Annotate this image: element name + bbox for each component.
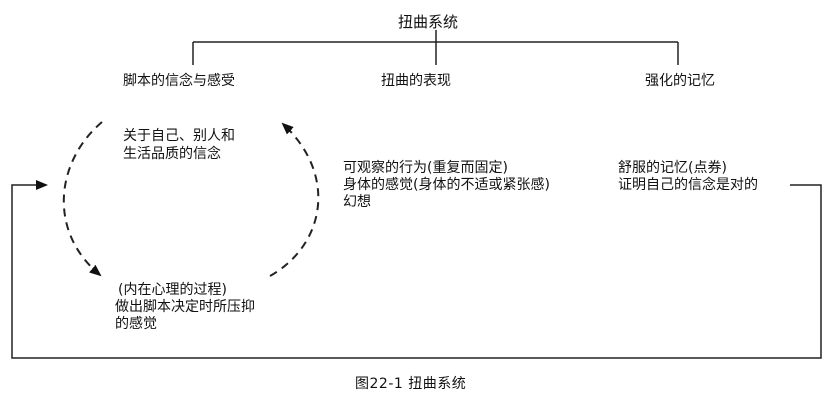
feedback-loop-line: [11, 180, 822, 359]
figure-caption: 图22-1 扭曲系统: [355, 376, 467, 392]
diagram-title: 扭曲系统: [398, 13, 459, 31]
memory-comfortable: 舒服的记忆(点券): [618, 160, 727, 176]
beliefs-bottom-line-1: (内在心理的过程): [118, 282, 227, 298]
tree-connector: [192, 30, 679, 65]
branch-label-manifestations: 扭曲的表现: [381, 73, 451, 89]
beliefs-bottom-line-3: 的感觉: [115, 316, 157, 332]
cycle-arc-left: [62, 121, 103, 277]
branch-label-beliefs: 脚本的信念与感受: [123, 73, 235, 89]
memory-proof: 证明自己的信念是对的: [618, 177, 758, 193]
manifestation-body-sensation: 身体的感觉(身体的不适或紧张感): [343, 177, 550, 193]
cycle-arc-right: [269, 122, 320, 277]
beliefs-top-line-1: 关于自己、别人和: [123, 128, 235, 144]
internal-cycle: [62, 121, 320, 277]
beliefs-bottom-line-2: 做出脚本决定时所压抑: [115, 299, 255, 315]
branch-label-memories: 强化的记忆: [645, 73, 715, 89]
beliefs-top-line-2: 生活品质的信念: [123, 146, 221, 162]
manifestation-behavior: 可观察的行为(重复而固定): [343, 160, 508, 176]
manifestation-fantasy: 幻想: [343, 194, 371, 210]
